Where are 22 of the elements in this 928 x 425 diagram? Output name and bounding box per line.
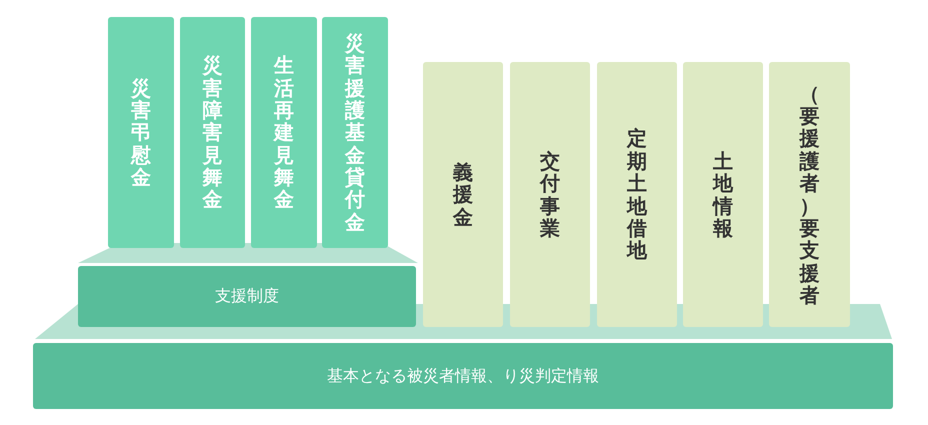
book-tab xyxy=(597,62,677,327)
label-text: 土地情報 xyxy=(712,150,734,240)
label-text: 交付事業 xyxy=(539,150,561,240)
book-tab xyxy=(322,17,388,248)
label-text: 支援制度 xyxy=(215,286,279,307)
book-tab xyxy=(423,62,503,327)
label-text: 基本となる被災者情報、り災判定情報 xyxy=(327,366,599,386)
book-tab xyxy=(108,17,174,248)
label-text: 義援金 xyxy=(452,160,474,228)
book-tab xyxy=(683,62,763,327)
label-text: 定期土地借地 xyxy=(626,127,648,262)
book-tab xyxy=(251,17,317,248)
book-tab xyxy=(510,62,590,327)
label-text: 生活再建見舞金 xyxy=(273,54,295,211)
label-text: （要援護者）要支援者 xyxy=(798,82,820,306)
book-tab xyxy=(180,17,245,248)
label-text: 災害援護基金貸付金 xyxy=(344,32,366,234)
support-box xyxy=(78,266,416,327)
foundation-bar xyxy=(33,343,893,409)
label-text: 災害弔慰金 xyxy=(130,76,152,188)
book-tab xyxy=(769,62,850,327)
label-text: 災害障害見舞金 xyxy=(202,54,224,211)
